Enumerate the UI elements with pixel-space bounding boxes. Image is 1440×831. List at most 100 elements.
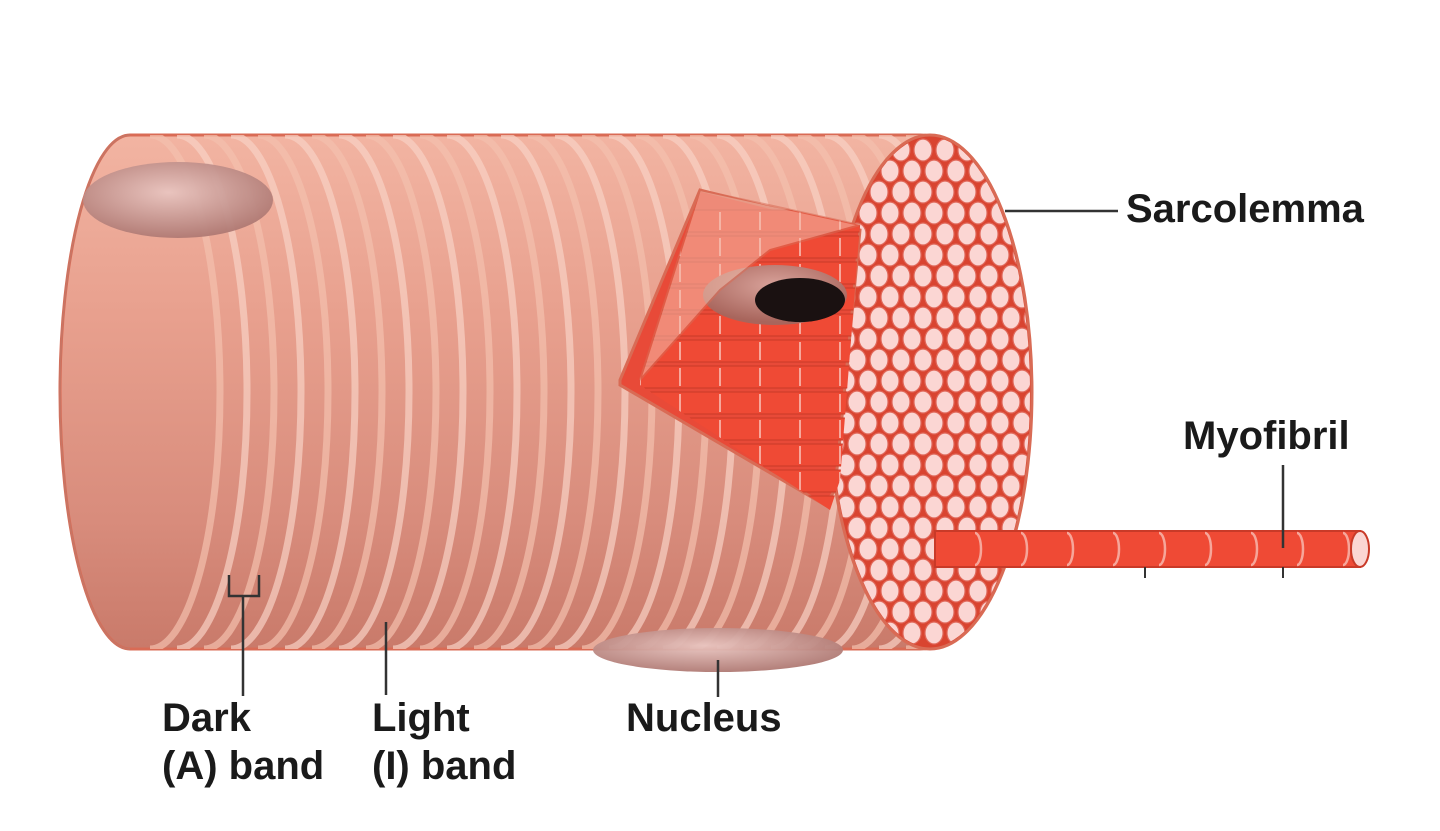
myofibril-cross-section (946, 453, 966, 477)
label-nucleus: Nucleus (626, 696, 782, 740)
myofibril-cross-section (1012, 159, 1030, 183)
myofibril-cross-section (847, 474, 867, 498)
myofibril-cross-section (858, 369, 878, 393)
myofibril-cross-section (968, 453, 988, 477)
myofibril-cross-section (1035, 370, 1053, 392)
myofibril-cross-section (968, 243, 988, 267)
myofibril-cross-section (990, 327, 1010, 351)
striation-band (257, 135, 332, 649)
striation-band (527, 135, 602, 649)
myofibril-cross-section (935, 222, 955, 246)
striation-band (554, 135, 629, 649)
myofibril-cross-section (979, 474, 999, 498)
myofibril-cross-section (913, 264, 933, 288)
striation-band (203, 135, 278, 649)
myofibril-cross-section (891, 432, 911, 456)
myofibril-cross-section (935, 180, 955, 204)
myofibril-cross-section (1001, 390, 1021, 414)
myofibril-cross-section (957, 222, 977, 246)
myofibril-cross-section (946, 411, 966, 435)
myofibril-cross-section (1035, 580, 1053, 602)
myofibril-cross-section (1023, 600, 1030, 624)
cutaway-wedge (618, 188, 862, 510)
myofibril-cross-section (1012, 411, 1030, 435)
myofibril-cross-section (858, 495, 878, 519)
myofibril-cross-section (979, 390, 999, 414)
myofibril-cross-section (924, 369, 944, 393)
myofibril-cross-section (880, 411, 900, 435)
myofibril-cross-section (869, 306, 889, 330)
myofibril-cross-section (1001, 306, 1021, 330)
myofibril-cross-section (924, 579, 944, 603)
myofibril-cross-section (1035, 454, 1053, 476)
myofibril-cross-section (935, 474, 955, 498)
myofibril-sarcomere-band (1112, 531, 1121, 567)
myofibril-cross-section (990, 495, 1010, 519)
myofibril-cross-section (979, 222, 999, 246)
myofibril-cross-section (880, 453, 900, 477)
myofibril-cross-section (1023, 348, 1030, 372)
myofibril-cross-section (1035, 412, 1053, 434)
myofibril-sarcomere-band (1204, 531, 1213, 567)
nucleus-top (83, 162, 273, 238)
myofibril-cross-section (880, 285, 900, 309)
myofibril-cross-section (1023, 432, 1030, 456)
myofibril-cross-section (1035, 328, 1053, 350)
myofibril-cross-section (935, 390, 955, 414)
myofibril-cross-section (957, 348, 977, 372)
myofibril-cross-section (1012, 201, 1030, 225)
myofibril-cross-section (869, 222, 889, 246)
myofibril-cross-section (913, 432, 933, 456)
striation-band (284, 135, 359, 649)
myofibril-cross-section (1012, 621, 1030, 645)
myofibril-sarcomere-band (974, 531, 983, 567)
myofibril-cross-section (869, 516, 889, 540)
myofibril-sarcomere-band (1250, 531, 1259, 567)
myofibril-cross-section (902, 327, 922, 351)
myofibril-cross-section (891, 306, 911, 330)
myofibril-cross-section (946, 369, 966, 393)
myofibril-cross-section (957, 306, 977, 330)
myofibril-cross-section (1035, 496, 1053, 518)
myofibril-cross-section (913, 222, 933, 246)
myofibril-cross-section (858, 201, 878, 225)
myofibril-cross-section (891, 516, 911, 540)
myofibril-cross-section (880, 495, 900, 519)
myofibril-cross-section (957, 180, 977, 204)
myofibril-cross-section (1035, 286, 1053, 308)
myofibril-cross-section (902, 453, 922, 477)
label-myofibril: Myofibril (1183, 414, 1350, 458)
myofibril-cross-section (990, 243, 1010, 267)
myofibril-cross-section (858, 327, 878, 351)
myofibril-cross-section (968, 495, 988, 519)
myofibril-cross-section (935, 264, 955, 288)
myofibril-cross-section (880, 201, 900, 225)
myofibril-cross-section (968, 327, 988, 351)
myofibril-sarcomere-band (1342, 531, 1351, 567)
myofibril-cross-section (924, 285, 944, 309)
label-dark-band-line1: Dark (162, 696, 251, 740)
leader-lines (227, 209, 1285, 697)
myofibril-cross-section (946, 243, 966, 267)
label-light-band: Light (I) band (372, 694, 516, 790)
myofibril-cross-section (891, 600, 911, 624)
myofibril-cross-section (858, 243, 878, 267)
myofibril-cross-section (1001, 138, 1021, 162)
myofibril-cross-section (1035, 244, 1053, 266)
myofibril-cross-section (869, 558, 889, 582)
myofibril-cross-section (902, 369, 922, 393)
myofibril-cross-section (1035, 202, 1053, 224)
nucleus-bottom (593, 628, 843, 672)
myofibril-cross-section (990, 159, 1010, 183)
myofibril-cross-section (1012, 369, 1030, 393)
myofibril-cross-section (913, 138, 933, 162)
myofibril-sarcomere-band (1020, 531, 1029, 567)
myofibril-cross-section (913, 306, 933, 330)
myofibril-cross-section (968, 411, 988, 435)
myofibril-cross-section (891, 558, 911, 582)
myofibril-cross-section (880, 159, 900, 183)
myofibril-cross-section (891, 390, 911, 414)
myofibril-cross-section (891, 474, 911, 498)
myofibril-cross-section (924, 621, 944, 645)
